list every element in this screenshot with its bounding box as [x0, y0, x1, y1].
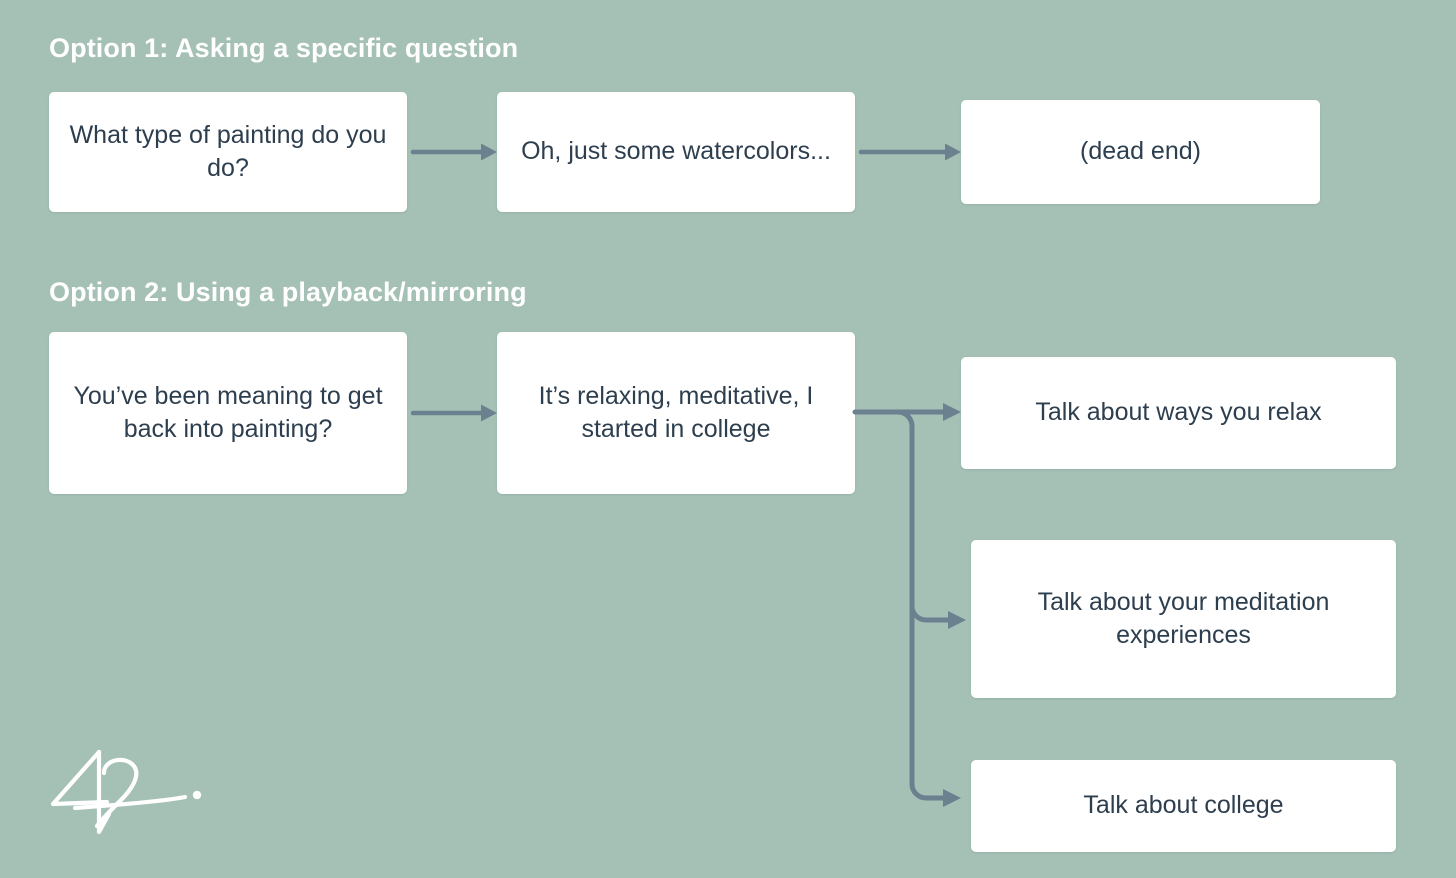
- node-box-dead-end[interactable]: (dead end): [961, 100, 1320, 204]
- node-box-question-1[interactable]: What type of painting do you do?: [49, 92, 407, 212]
- node-box-outcome-relax[interactable]: Talk about ways you relax: [961, 357, 1396, 469]
- node-box-outcome-meditation[interactable]: Talk about your meditation experiences: [971, 540, 1396, 698]
- section-heading-option-1: Option 1: Asking a specific question: [49, 33, 519, 63]
- arrow-right-icon-q1-to-a1: [410, 143, 497, 161]
- branch-connector-a2-to-outcomes: [852, 403, 966, 807]
- arrow-right-icon-a1-to-dead-end: [858, 143, 961, 161]
- section-heading-option-2: Option 2: Using a playback/mirroring: [49, 277, 527, 307]
- arrow-right-icon-q2-to-a2: [410, 404, 497, 422]
- node-box-answer-2[interactable]: It’s relaxing, meditative, I started in …: [497, 332, 855, 494]
- node-box-question-2[interactable]: You’ve been meaning to get back into pai…: [49, 332, 407, 494]
- node-box-answer-1[interactable]: Oh, just some watercolors...: [497, 92, 855, 212]
- 42-logo-icon: [50, 749, 202, 835]
- node-box-outcome-college[interactable]: Talk about college: [971, 760, 1396, 852]
